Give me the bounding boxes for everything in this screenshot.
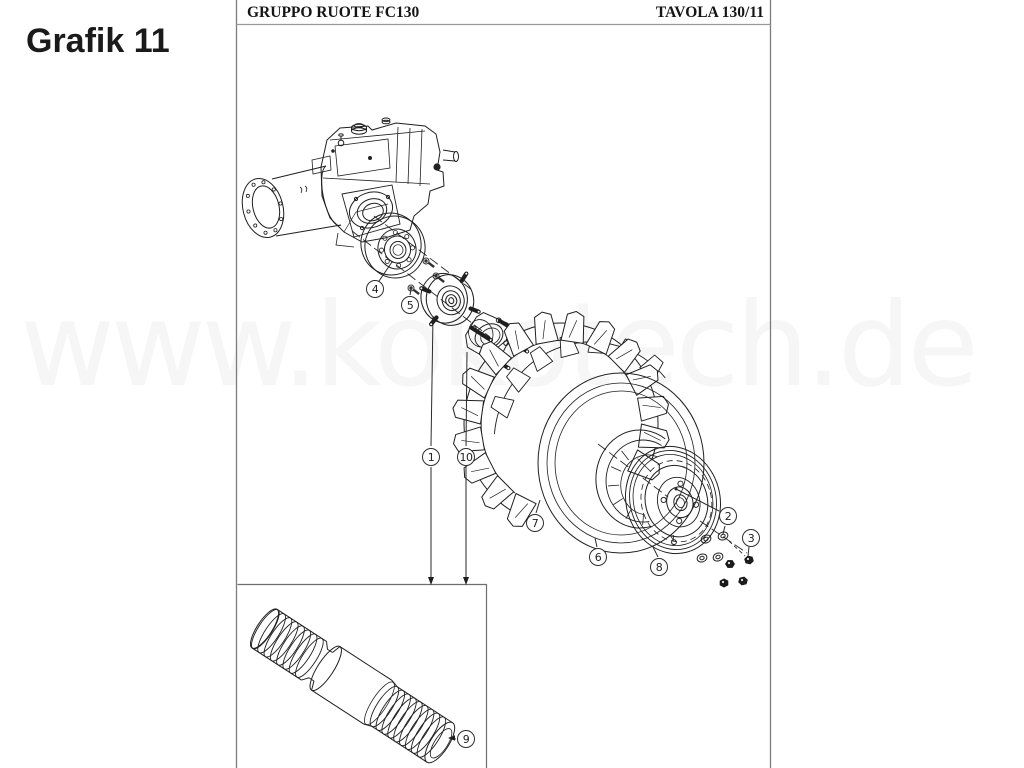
brake-disc: [360, 212, 426, 279]
callout-4: 4: [366, 280, 384, 298]
callout-7: 7: [526, 514, 544, 532]
table-number: TAVOLA 130/11: [655, 4, 764, 21]
callout-6: 6: [589, 548, 607, 566]
callout-10: 10: [457, 448, 475, 466]
page-label: Grafik 11: [26, 22, 170, 60]
tire: [452, 310, 705, 554]
arrowhead-down: [463, 577, 469, 585]
wheel-stud: [249, 608, 456, 764]
callout-1: 1: [422, 448, 440, 466]
washers: [696, 531, 729, 563]
callout-2: 2: [719, 507, 737, 525]
rim: [624, 445, 722, 555]
group-title: GRUPPO RUOTE FC130: [247, 4, 420, 21]
frame-lines: [235, 0, 772, 768]
callout-5: 5: [401, 296, 419, 314]
nuts: [719, 555, 754, 588]
inset-box: [237, 583, 488, 768]
callout-3: 3: [742, 529, 760, 547]
callout-9: 9: [457, 730, 475, 748]
callout-8: 8: [650, 558, 668, 576]
valve-stem: [670, 534, 677, 546]
arrowhead-left: [448, 735, 455, 741]
transaxle: [241, 117, 459, 248]
arrowhead-down: [428, 577, 434, 585]
leader-lines: [378, 261, 750, 741]
